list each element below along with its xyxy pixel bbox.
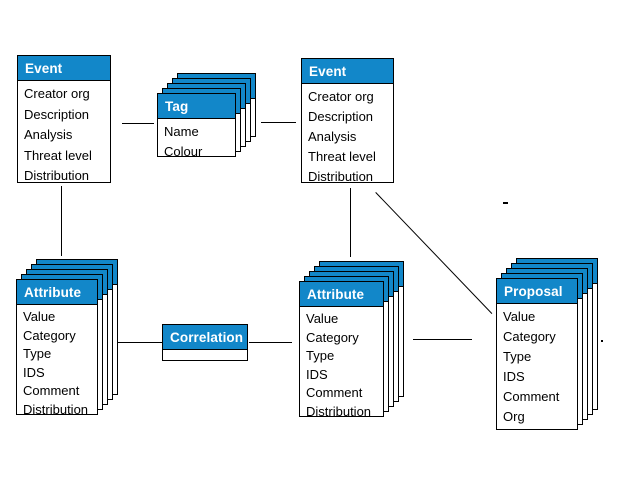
field-label: Type: [23, 346, 52, 361]
field-label: Distribution: [23, 401, 89, 417]
connector-tag-eventright: [261, 122, 296, 124]
field-label: Type: [503, 349, 532, 364]
field-label: IDS: [306, 366, 328, 382]
field-label: Colour: [164, 143, 203, 159]
field-label: Description: [308, 109, 374, 124]
entity-box: Correlation: [162, 324, 248, 361]
field-label: Org: [503, 409, 525, 424]
entity-correlation-title: Correlation: [163, 325, 247, 350]
field-label: Value: [23, 309, 56, 324]
entity-attribute-middle-title: Attribute: [300, 282, 383, 307]
field-label: Creator org: [24, 86, 90, 101]
connector-attributeleft-correlation: [118, 342, 162, 344]
field-label: Category: [306, 329, 359, 345]
field-label: Threat level: [24, 147, 92, 163]
field-label: Value: [503, 309, 536, 324]
field-label: Analysis: [24, 127, 73, 143]
entity-tag-title: Tag: [158, 94, 235, 119]
connector-eventleft-tag: [122, 123, 154, 125]
field-label: Comment: [23, 383, 80, 398]
field-label: Comment: [503, 389, 560, 404]
entity-attribute-left-title: Attribute: [17, 280, 97, 305]
connector-eventleft-attributeleft: [61, 186, 63, 256]
field-label: Category: [23, 327, 76, 343]
field-label: Name: [164, 124, 199, 139]
field-label: Comment: [306, 385, 363, 400]
field-label: Analysis: [308, 129, 357, 144]
entity-event-right-title: Event: [302, 59, 393, 84]
field-label: Category: [503, 329, 556, 344]
connector-correlation-attributemiddle: [249, 342, 292, 344]
stray-mark: [601, 340, 603, 342]
field-label: Distribution: [24, 168, 90, 184]
field-label: Distribution: [306, 403, 372, 419]
field-label: Threat level: [308, 149, 376, 164]
field-label: IDS: [503, 369, 525, 384]
entity-correlation-fields: [163, 350, 247, 353]
stray-mark: [503, 202, 508, 204]
field-label: Description: [24, 106, 90, 122]
entity-event-left-title: Event: [18, 56, 110, 81]
field-label: IDS: [23, 364, 45, 380]
field-label: Distribution: [308, 169, 374, 184]
field-label: Type: [306, 348, 335, 363]
field-label: Value: [306, 311, 339, 326]
field-label: Creator org: [308, 89, 374, 104]
connector-attributemiddle-proposal: [413, 339, 472, 341]
entity-proposal-title: Proposal: [497, 279, 577, 304]
connector-eventright-attributemiddle: [350, 188, 352, 257]
